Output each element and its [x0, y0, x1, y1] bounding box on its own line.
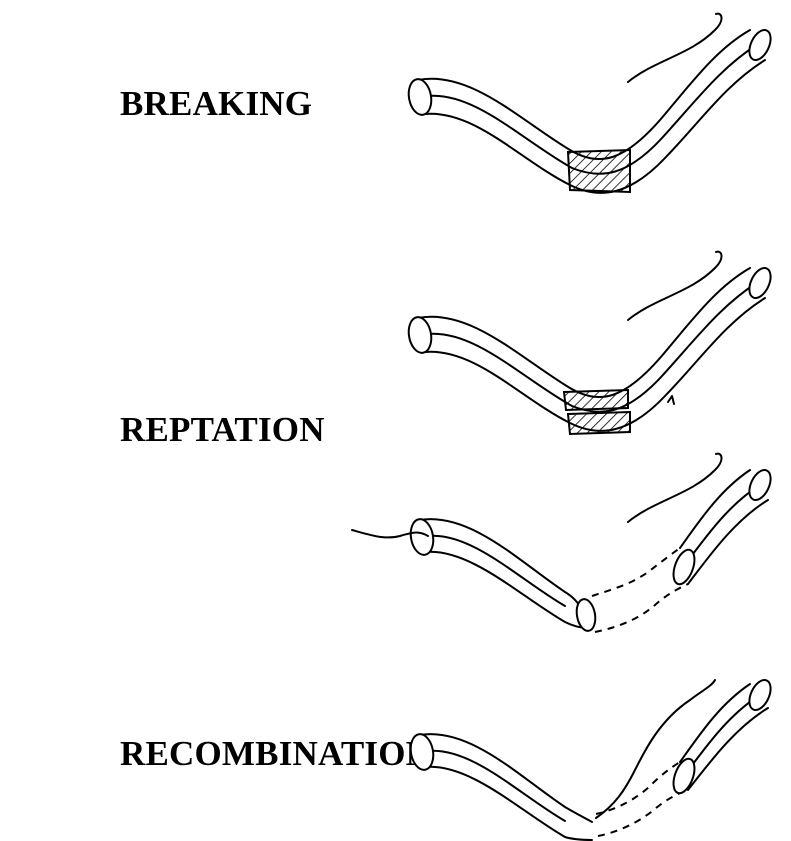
break-site-hatch-lower	[568, 412, 630, 434]
tube-end-left	[408, 517, 436, 556]
break-site-hatch-upper	[564, 390, 628, 410]
recombining-chain	[596, 680, 715, 818]
free-chain	[628, 252, 722, 320]
tube-end-right	[745, 265, 775, 302]
tube-end-left	[408, 732, 436, 771]
tube-end-right	[745, 467, 775, 504]
tube-end-right	[745, 677, 775, 714]
empty-tube-upper	[592, 548, 680, 596]
breaking-tube	[406, 14, 775, 193]
mark-tick	[668, 396, 674, 404]
break-site-hatch	[568, 150, 630, 192]
tube-end-break-right	[669, 756, 698, 796]
breaking-tube-2	[406, 252, 775, 434]
link-tube-upper	[596, 762, 680, 814]
tube-end-left	[406, 77, 434, 116]
link-tube-lower	[598, 790, 688, 836]
recombination-tubes	[408, 677, 775, 840]
tube-end-left	[406, 315, 434, 354]
tube-end-right	[745, 27, 775, 64]
free-chain	[628, 14, 722, 82]
reptation-tubes	[352, 454, 775, 633]
